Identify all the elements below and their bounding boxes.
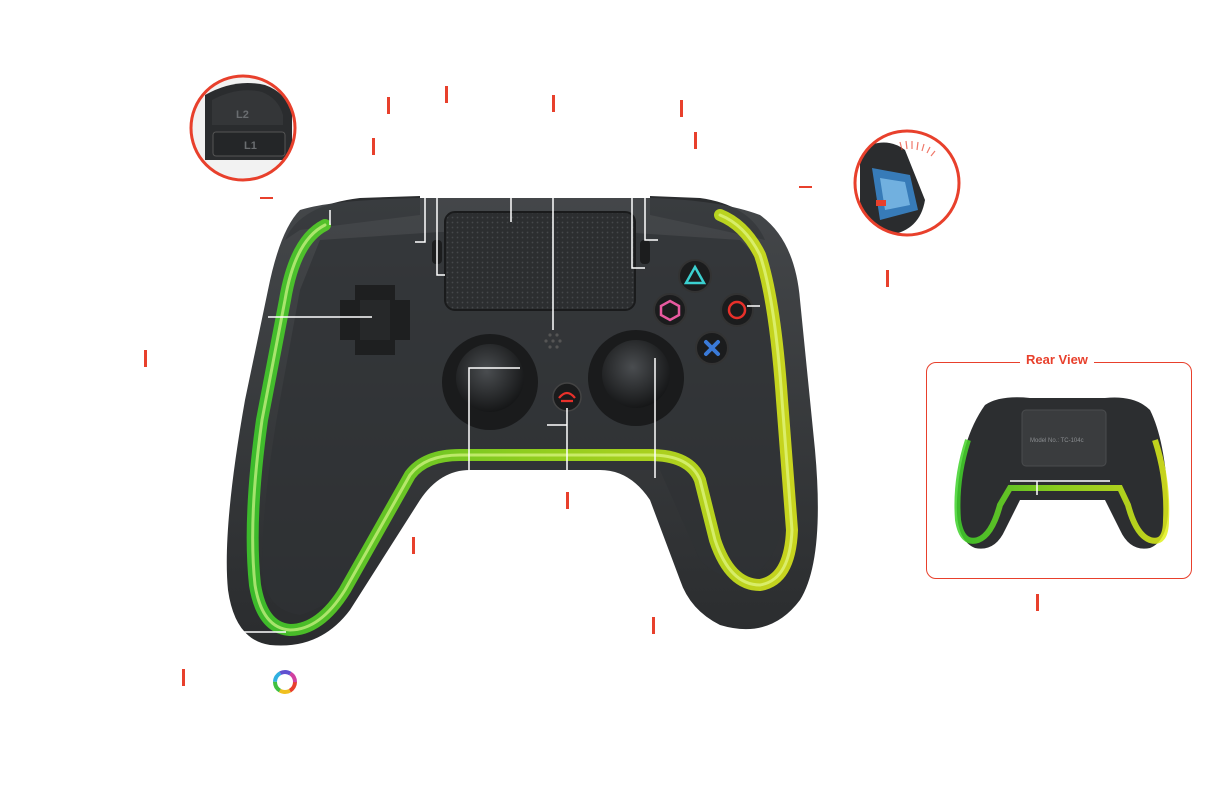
- dpad: [340, 285, 410, 355]
- speaker-grille: [544, 333, 562, 349]
- l1-label: L1: [244, 140, 257, 152]
- rear-label-plate: [1021, 409, 1107, 467]
- triangle-icon: [683, 264, 707, 285]
- controller-front: [226, 196, 818, 646]
- left-analog-stick: [442, 334, 538, 430]
- cross-icon: [704, 340, 720, 356]
- home-button-icon: [558, 391, 576, 403]
- options-button: [640, 240, 650, 264]
- callout-lines: [243, 198, 760, 633]
- rgb-ring-icon: [273, 670, 297, 694]
- rear-model-text: Model No.: TC-104c: [1030, 438, 1084, 444]
- home-button: [552, 382, 582, 412]
- circle-icon: [727, 300, 747, 320]
- l2-label: L2: [236, 109, 249, 121]
- inset-l2-l1: L2 L1: [189, 74, 297, 182]
- touchpad: [444, 211, 636, 311]
- callout-markers: [144, 86, 1039, 686]
- circle-button: [720, 293, 754, 327]
- rear-view-frame: [926, 362, 1192, 579]
- rear-view-title: Rear View: [1020, 352, 1094, 367]
- right-analog-stick: [588, 330, 684, 426]
- inset-trigger-mechanism: [853, 129, 961, 237]
- square-button: [653, 293, 687, 327]
- face-buttons: [653, 259, 754, 365]
- square-icon: [659, 299, 681, 322]
- rear-view-controller: Model No.: TC-104c: [954, 397, 1170, 549]
